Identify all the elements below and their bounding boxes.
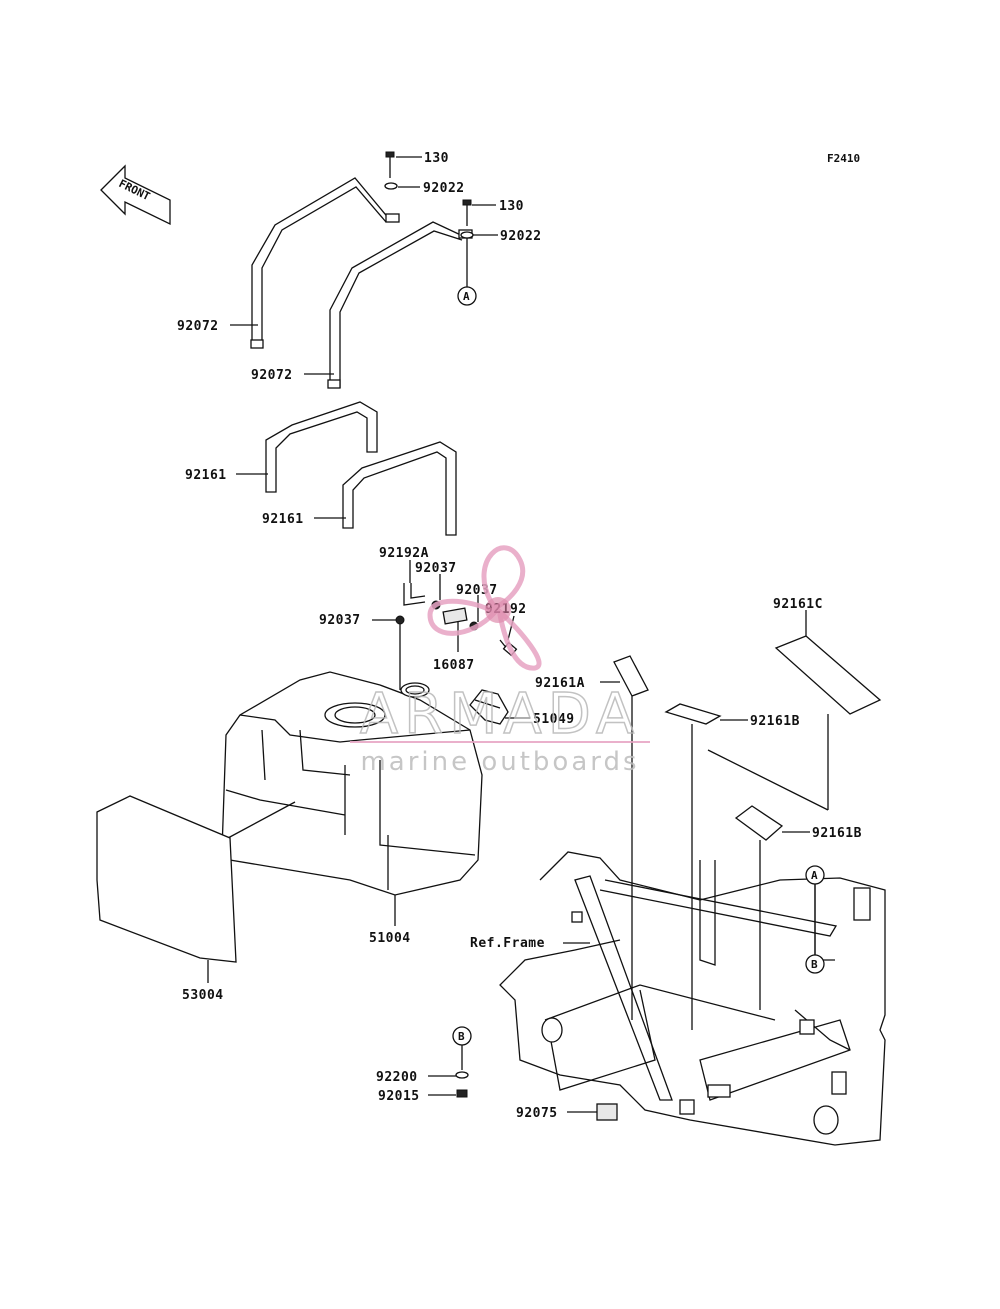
filler-neck <box>400 682 430 698</box>
label-92161-1: 92161 <box>185 468 227 483</box>
valve-16087 <box>442 607 468 625</box>
label-51049: 51049 <box>533 712 575 727</box>
label-92161b-2: 92161B <box>812 826 862 841</box>
nut-92015 <box>456 1089 468 1098</box>
label-16087: 16087 <box>433 658 475 673</box>
pad-92161b-2 <box>734 805 784 841</box>
label-92161-2: 92161 <box>262 512 304 527</box>
hose-92192a <box>403 583 426 606</box>
watermark: ARMADA marine outboards <box>350 545 650 777</box>
washer-92022-2 <box>460 231 474 239</box>
label-92015: 92015 <box>378 1089 420 1104</box>
tank-band-2 <box>327 221 473 389</box>
fuel-cap <box>469 689 530 725</box>
fuel-tank <box>221 671 483 896</box>
label-92161c: 92161C <box>773 597 823 612</box>
bolt-130-2 <box>462 199 472 226</box>
ref-marker-a-top <box>457 286 477 306</box>
ref-marker-b-bottom-label: B <box>458 1030 465 1043</box>
label-130-1: 130 <box>424 151 449 166</box>
propeller-logo-icon <box>427 545 542 671</box>
pad-92161b-1 <box>664 703 722 725</box>
label-92161a: 92161A <box>535 676 585 691</box>
label-92161b-1: 92161B <box>750 714 800 729</box>
tank-pad-2 <box>342 441 457 536</box>
label-92200: 92200 <box>376 1070 418 1085</box>
clamp-92037-3 <box>395 615 405 625</box>
bolt-130-1 <box>385 151 395 178</box>
watermark-subtitle: marine outboards <box>360 747 639 777</box>
tank-band-1 <box>250 177 400 349</box>
frame <box>499 851 886 1146</box>
spacer-92075 <box>596 1103 618 1121</box>
label-92037-3: 92037 <box>319 613 361 628</box>
label-53004: 53004 <box>182 988 224 1003</box>
ref-marker-a-frame <box>805 865 825 885</box>
pad-92161c <box>774 635 882 715</box>
washer-92200 <box>455 1071 469 1079</box>
label-92022-2: 92022 <box>500 229 542 244</box>
figure-code: F2410 <box>827 152 860 165</box>
tank-pad-1 <box>265 401 378 493</box>
label-ref-frame: Ref.Frame <box>470 936 545 951</box>
label-51004: 51004 <box>369 931 411 946</box>
watermark-title: ARMADA <box>360 682 640 747</box>
ref-marker-a-frame-label: A <box>811 869 818 882</box>
label-92072-1: 92072 <box>177 319 219 334</box>
label-92037-1: 92037 <box>415 561 457 576</box>
label-92072-2: 92072 <box>251 368 293 383</box>
ref-marker-b-frame-label: B <box>811 958 818 971</box>
label-92037-2: 92037 <box>456 583 498 598</box>
leader-lines <box>230 156 597 1113</box>
pad-92161a <box>613 655 649 697</box>
label-92075: 92075 <box>516 1106 558 1121</box>
label-130-2: 130 <box>499 199 524 214</box>
label-92022-1: 92022 <box>423 181 465 196</box>
washer-92022-1 <box>384 182 398 190</box>
tank-cover <box>96 795 237 963</box>
ref-marker-b-frame <box>805 954 825 974</box>
ref-marker-a-top-label: A <box>463 290 470 303</box>
front-arrow-icon: FRONT <box>100 164 171 226</box>
label-92192a: 92192A <box>379 546 429 561</box>
